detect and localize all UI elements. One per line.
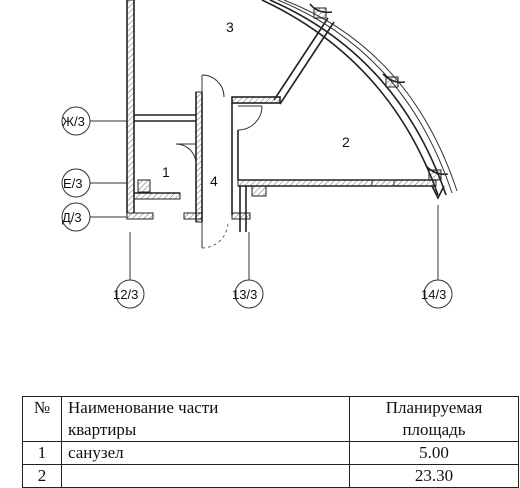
axis-marker-14: 14/3 [421,205,453,309]
header-name-line2: квартиры [68,420,137,439]
row-num: 1 [22,441,62,465]
header-area-line2: площадь [402,420,466,439]
room-label-3: 3 [226,19,234,35]
axis-label-d: Д/3 [62,210,82,225]
axis-label-e: Е/3 [63,176,83,191]
row-area: 23.30 [349,464,519,488]
table-row: 2 23.30 [22,464,519,488]
axis-label-12: 12/3 [113,287,138,302]
interior-walls [126,91,437,232]
axis-marker-e: Е/3 [61,168,127,198]
header-name: Наименование части квартиры [61,396,350,442]
room-label-1: 1 [162,164,170,180]
axis-marker-zh: Ж/3 [61,106,127,136]
axis-marker-13: 13/3 [232,232,264,309]
table-header-row: № Наименование части квартиры Планируема… [22,396,519,442]
axis-marker-12: 12/3 [113,232,145,309]
axis-label-13: 13/3 [232,287,257,302]
header-name-line1: Наименование части [68,398,219,417]
axis-marker-d: Д/3 [61,202,127,232]
row-num: 2 [22,464,62,488]
header-num: № [22,396,62,442]
axis-label-14: 14/3 [421,287,446,302]
left-exterior-wall [126,0,135,214]
floor-plan: 3 2 1 4 Ж/3 Е/3 Д/3 12/3 13/3 14/3 [61,0,458,309]
area-table-container: № Наименование части квартиры Планируема… [22,396,519,488]
row-area: 5.00 [349,441,519,465]
doors [175,74,263,249]
diagonal-partition [273,17,335,105]
row-name [61,464,350,488]
row-name: санузел [61,441,350,465]
header-area: Планируемая площадь [349,396,519,442]
header-area-line1: Планируемая [385,398,483,417]
upper-partition [231,96,281,104]
curved-facade [261,0,458,200]
room-label-2: 2 [342,134,350,150]
area-table: № Наименование части квартиры Планируема… [22,396,519,488]
room-label-4: 4 [210,173,218,189]
table-row: 1 санузел 5.00 [22,441,519,465]
axis-label-zh: Ж/3 [62,114,85,129]
